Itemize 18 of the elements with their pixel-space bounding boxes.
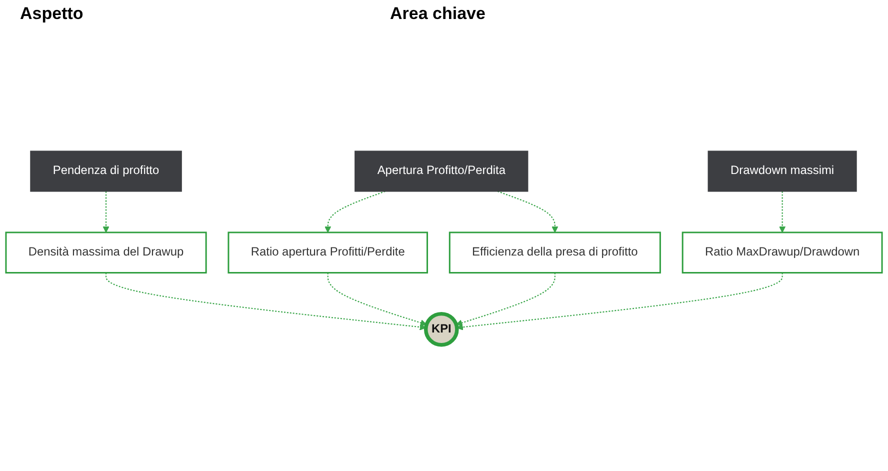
arrow — [324, 190, 386, 233]
arrow — [779, 191, 786, 233]
arrow — [327, 272, 427, 326]
arrow — [456, 272, 783, 330]
arrow — [497, 190, 558, 233]
node-box: Densità massima del Drawup — [5, 232, 207, 274]
arrow — [456, 272, 556, 326]
arrow — [102, 191, 110, 233]
section-heading: Aspetto — [20, 4, 84, 24]
node-box: Efficienza della presa di profitto — [448, 232, 661, 274]
node-box: Apertura Profitto/Perdita — [354, 150, 528, 192]
node-circle: KPI — [424, 312, 459, 347]
section-heading: Area chiave — [390, 4, 486, 24]
node-box: Ratio apertura Profitti/Perdite — [228, 232, 428, 274]
arrow — [105, 272, 426, 330]
node-box: Pendenza di profitto — [30, 150, 182, 192]
node-box: Ratio MaxDrawup/Drawdown — [682, 232, 883, 274]
node-box: Drawdown massimi — [708, 150, 857, 192]
